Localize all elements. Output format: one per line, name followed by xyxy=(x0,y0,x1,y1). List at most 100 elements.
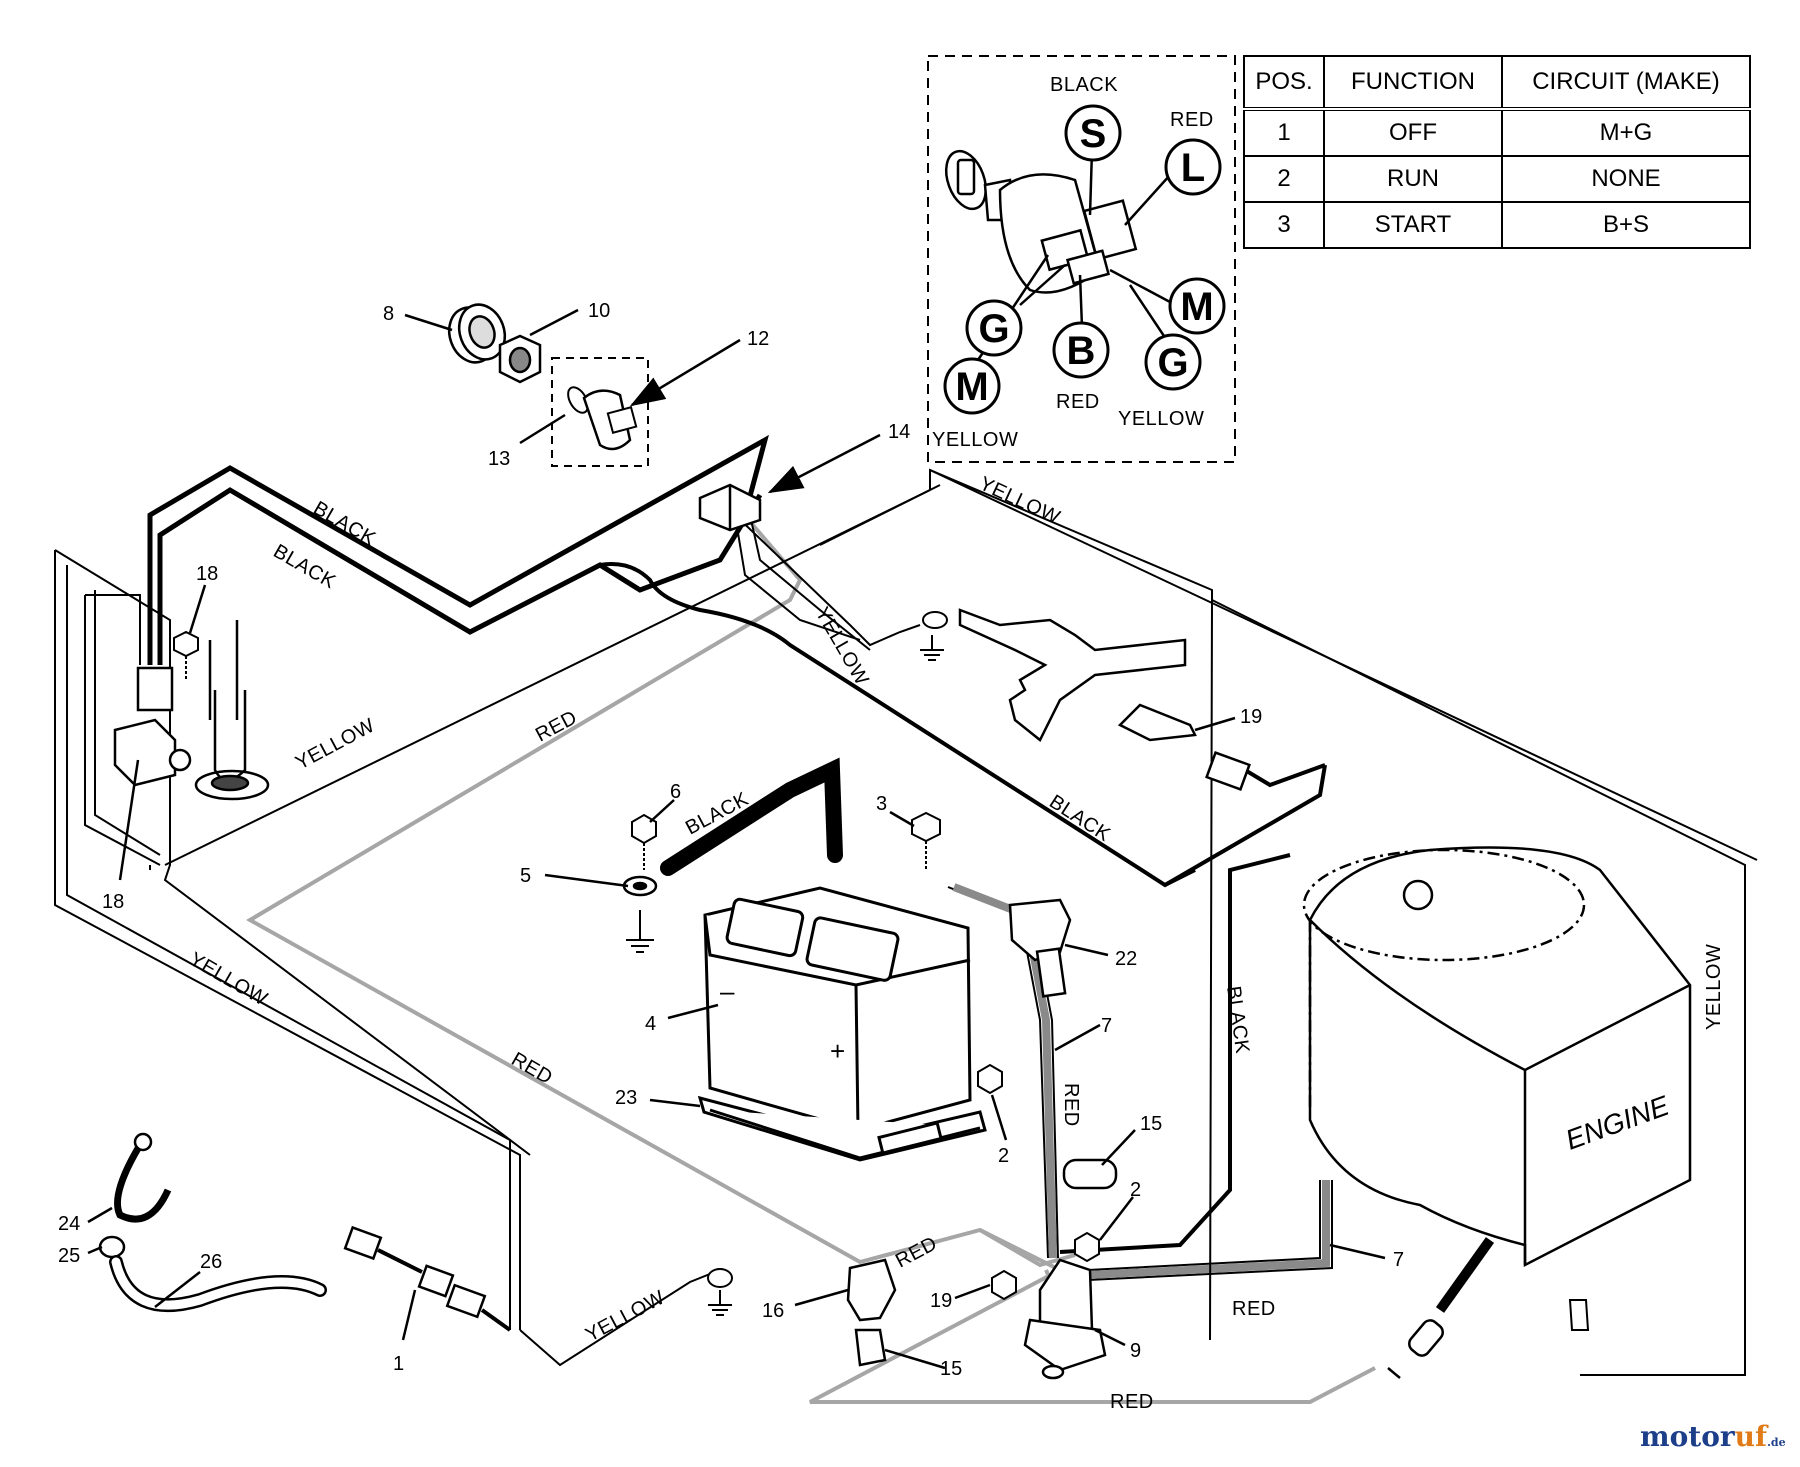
svg-text:16: 16 xyxy=(762,1300,784,1322)
svg-text:RED: RED xyxy=(508,1048,557,1089)
battery-minus: – xyxy=(720,976,735,1006)
header-function: FUNCTION xyxy=(1323,55,1503,111)
svg-text:YELLOW: YELLOW xyxy=(186,948,272,1010)
engine-spark-plug xyxy=(1387,1319,1444,1379)
svg-text:4: 4 xyxy=(645,1013,656,1035)
svg-text:6: 6 xyxy=(670,781,681,803)
terminal-s: S xyxy=(1064,104,1122,162)
svg-text:S: S xyxy=(1080,112,1107,156)
terminal-l: L xyxy=(1164,138,1222,196)
ground-symbol-bottom xyxy=(707,1268,733,1316)
header-pos: POS. xyxy=(1243,55,1325,111)
cell-function: RUN xyxy=(1323,155,1503,203)
svg-text:RED: RED xyxy=(892,1232,941,1272)
svg-text:26: 26 xyxy=(200,1251,222,1273)
header-circuit: CIRCUIT (MAKE) xyxy=(1501,55,1751,111)
svg-text:14: 14 xyxy=(888,421,910,443)
svg-text:RED: RED xyxy=(1232,1298,1276,1320)
part-16-clip xyxy=(846,1258,897,1322)
part-1-connectors xyxy=(343,1225,512,1332)
cell-pos: 1 xyxy=(1243,108,1325,157)
terminal-g-left: G xyxy=(965,299,1023,357)
svg-text:YELLOW: YELLOW xyxy=(976,473,1064,529)
svg-text:2: 2 xyxy=(1130,1179,1141,1201)
part-17-seat-switch xyxy=(113,620,270,801)
part-15-fuse xyxy=(854,1328,887,1367)
svg-text:15: 15 xyxy=(1140,1113,1162,1135)
terminal-m-left: M xyxy=(943,357,1001,415)
table-row: 3 START B+S xyxy=(1243,201,1751,249)
svg-text:2: 2 xyxy=(998,1145,1009,1167)
table-header-row: POS. FUNCTION CIRCUIT (MAKE) xyxy=(1243,55,1751,111)
part-25-clamp xyxy=(98,1235,126,1259)
svg-text:3: 3 xyxy=(876,793,887,815)
watermark-main: motor xyxy=(1640,1420,1735,1453)
svg-text:19: 19 xyxy=(1240,706,1262,728)
svg-text:10: 10 xyxy=(588,300,610,322)
part-14-connector xyxy=(698,483,762,532)
svg-text:12: 12 xyxy=(747,328,769,350)
svg-text:M: M xyxy=(955,365,988,409)
part-18-bolt-lower xyxy=(991,1269,1017,1301)
part-2-nut-upper xyxy=(977,1063,1003,1095)
svg-text:22: 22 xyxy=(1115,948,1137,970)
terminal-b: B xyxy=(1052,321,1110,379)
part-19-bracket xyxy=(958,608,1251,791)
svg-text:25: 25 xyxy=(58,1245,80,1267)
label-g-right-color: YELLOW xyxy=(1118,408,1204,430)
svg-text:18: 18 xyxy=(102,891,124,913)
cell-function: OFF xyxy=(1323,108,1503,157)
cell-pos: 3 xyxy=(1243,201,1325,249)
engine-block xyxy=(1302,846,1692,1268)
svg-text:18: 18 xyxy=(196,563,218,585)
table-row: 2 RUN NONE xyxy=(1243,155,1751,203)
svg-text:5: 5 xyxy=(520,865,531,887)
part-5-terminal xyxy=(622,875,658,897)
svg-text:YELLOW: YELLOW xyxy=(292,714,379,774)
watermark-suffix: .de xyxy=(1767,1436,1786,1449)
part-6-bolt xyxy=(631,813,657,870)
engine-spark-lead xyxy=(1435,1237,1495,1313)
black-wire-ground xyxy=(599,562,1327,1254)
black-battery-cable xyxy=(660,757,843,876)
svg-text:G: G xyxy=(978,307,1009,351)
part-22-boot xyxy=(1008,898,1072,998)
cell-function: START xyxy=(1323,201,1503,249)
battery-plus: + xyxy=(830,1036,845,1066)
svg-text:M: M xyxy=(1180,285,1213,329)
part-4-battery xyxy=(697,886,987,1162)
svg-text:YELLOW: YELLOW xyxy=(582,1286,669,1346)
label-m-left-color: YELLOW xyxy=(932,429,1018,451)
part-2-nut-lower xyxy=(1074,1231,1100,1263)
svg-text:B: B xyxy=(1067,329,1096,373)
ignition-switch-detail xyxy=(944,149,1138,294)
svg-text:L: L xyxy=(1181,146,1205,190)
engine-lead-terminal xyxy=(1568,1299,1590,1331)
svg-text:7: 7 xyxy=(1393,1249,1404,1271)
switch-detail-box xyxy=(927,55,1236,463)
terminal-g-right: G xyxy=(1144,333,1202,391)
svg-text:13: 13 xyxy=(488,448,510,470)
leader-lines xyxy=(87,308,1386,1370)
svg-text:1: 1 xyxy=(393,1353,404,1375)
svg-text:BLACK: BLACK xyxy=(1045,791,1114,847)
svg-text:23: 23 xyxy=(615,1087,637,1109)
yellow-wire-harness xyxy=(54,468,1758,1376)
part-8-bezel xyxy=(447,303,507,364)
part-24-ground-strap xyxy=(114,1132,172,1223)
switch-position-table: POS. FUNCTION CIRCUIT (MAKE) 1 OFF M+G 2… xyxy=(1243,55,1751,249)
cell-circuit: NONE xyxy=(1501,155,1751,203)
watermark-accent: uf xyxy=(1734,1420,1768,1453)
svg-text:7: 7 xyxy=(1101,1015,1112,1037)
ground-symbol-top xyxy=(920,611,948,661)
part-12-switch-box xyxy=(551,357,649,467)
part-26-hose-inner xyxy=(111,1257,325,1310)
yellow-wire-ground-lead xyxy=(734,514,871,651)
label-l-color: RED xyxy=(1170,109,1214,131)
part-18-bolt-left xyxy=(173,630,199,680)
part-9-solenoid xyxy=(1023,1258,1107,1380)
watermark: motoruf.de xyxy=(1640,1420,1786,1453)
red-cable-fill xyxy=(952,883,1330,1279)
label-b-color: RED xyxy=(1056,391,1100,413)
